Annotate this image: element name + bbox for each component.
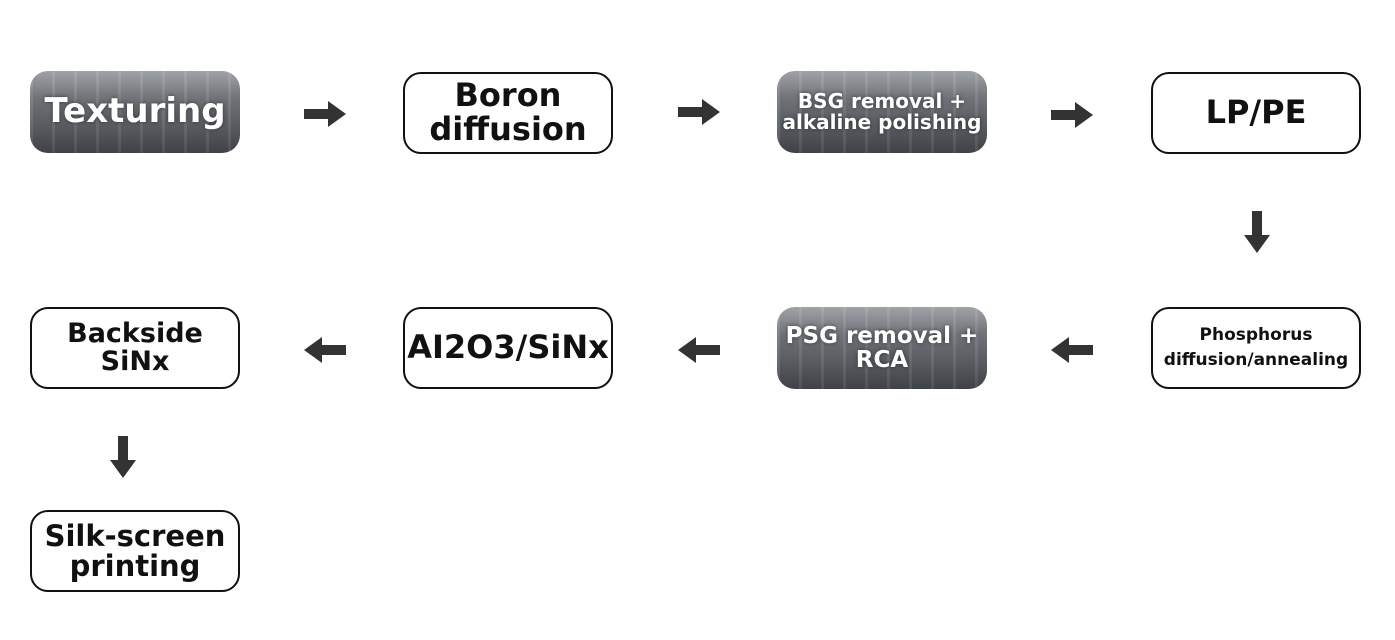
step-phosphorus-diffusion: Phosphorus diffusion/annealing bbox=[1151, 307, 1361, 389]
step-label-line1: BSG removal + bbox=[797, 89, 967, 113]
step-texturing: Texturing bbox=[30, 71, 240, 153]
step-label-line1: Silk-screen bbox=[44, 518, 226, 553]
step-boron-diffusion: Boron diffusion bbox=[403, 72, 613, 154]
arrow-right-icon bbox=[302, 99, 348, 129]
arrow-left-icon bbox=[1049, 335, 1095, 365]
step-label-line2: diffusion bbox=[429, 110, 587, 148]
step-psg-removal: PSG removal + RCA bbox=[777, 307, 987, 389]
step-label-line2: printing bbox=[69, 549, 201, 583]
step-label: Texturing bbox=[44, 91, 226, 132]
step-backside-sinx: Backside SiNx bbox=[30, 307, 240, 389]
step-label-line2: alkaline polishing bbox=[782, 110, 982, 134]
arrow-left-icon bbox=[676, 335, 722, 365]
arrow-right-icon bbox=[676, 97, 722, 127]
arrow-down-icon bbox=[1242, 209, 1272, 255]
step-silk-screen-printing: Silk-screen printing bbox=[30, 510, 240, 592]
step-al2o3-sinx: AI2O3/SiNx bbox=[403, 307, 613, 389]
step-label-line2: RCA bbox=[855, 347, 909, 373]
step-label: LP/PE bbox=[1205, 93, 1307, 132]
step-lp-pe: LP/PE bbox=[1151, 72, 1361, 154]
step-label-line1: PSG removal + bbox=[785, 322, 979, 349]
step-label-line1: Backside bbox=[67, 317, 203, 349]
step-label: AI2O3/SiNx bbox=[407, 328, 609, 367]
arrow-down-icon bbox=[108, 434, 138, 480]
arrow-left-icon bbox=[302, 335, 348, 365]
arrow-right-icon bbox=[1049, 100, 1095, 130]
step-label-line1: Boron bbox=[454, 76, 562, 115]
step-bsg-removal: BSG removal + alkaline polishing bbox=[777, 71, 987, 153]
step-label-line2: diffusion/annealing bbox=[1163, 350, 1349, 370]
step-label-line1: Phosphorus bbox=[1199, 325, 1313, 346]
step-label-line2: SiNx bbox=[100, 346, 170, 377]
